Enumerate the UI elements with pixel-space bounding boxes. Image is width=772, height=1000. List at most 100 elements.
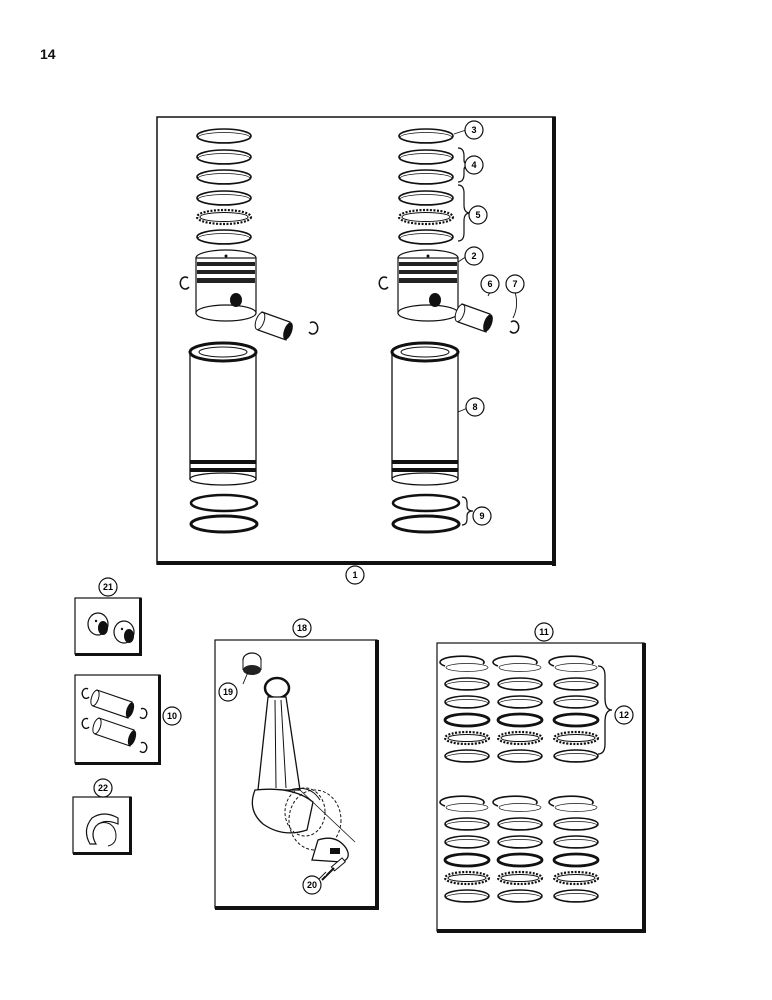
callout-label: 8 [472,402,477,412]
callout-4: 4 [464,155,484,175]
callout-label: 6 [487,279,492,289]
snap-ring-left-a [179,276,190,290]
rod-bearing-box [72,796,132,855]
callout-9: 9 [472,506,492,526]
piston-pins-pair [90,689,137,747]
callout-8: 8 [465,397,485,417]
connecting-rod [251,676,356,863]
piston-rings-left [195,128,253,245]
callout-22: 22 [93,778,113,798]
callout-label: 12 [619,710,629,720]
ring-set-a-c2-r1 [492,655,542,672]
ring-set-b-c1-r2 [444,817,490,831]
callout-18: 18 [292,618,312,638]
ring-set-b-c1-r3 [444,835,490,849]
piston-ring-right-5 [397,208,455,226]
piston-ring-left-1 [196,128,252,144]
callout-label: 3 [471,125,476,135]
callout-label: 4 [471,160,476,170]
ring-set-b-c2-r2 [497,817,543,831]
piston-left [195,249,257,322]
cylinder-sleeve-right [390,341,460,486]
ring-set-a-c3-r4 [552,712,600,728]
piston-ring-left-2 [196,149,252,165]
ring-set-a-c3-r3 [553,695,599,709]
callout-label: 9 [479,511,484,521]
ring-set-b-c3-r5 [552,870,600,886]
callout-label: 18 [297,623,307,633]
piston-ring-right-4 [398,190,454,206]
ring-set-b-c2-r4 [496,852,544,868]
callout-6: 6 [480,274,500,294]
cylinder-sleeve-left [188,341,258,486]
snap-ring-right-a [378,276,389,290]
callout-5: 5 [468,205,488,225]
callout-label: 2 [471,251,476,261]
piston-ring-left-3 [196,169,252,185]
ring-set-a-c3-r6 [553,749,599,763]
ring-set-a-c2-r6 [497,749,543,763]
callout-7: 7 [505,274,525,294]
ring-set-a-c1-r2 [444,677,490,691]
ring-set-b-c2-r3 [497,835,543,849]
rod-bearing-shell [85,813,119,847]
ring-set-b-c1-r4 [443,852,491,868]
piston-rings-right [397,128,455,245]
rod-bolt [321,857,346,881]
callout-label: 11 [539,627,549,637]
ring-set-a-c1-r6 [444,749,490,763]
callout-label: 20 [307,880,317,890]
callout-12: 12 [614,705,634,725]
piston-pin-right [454,303,493,333]
callout-20: 20 [302,875,322,895]
piston-ring-right-3 [398,169,454,185]
brace-9 [461,496,474,526]
callout-label: 10 [167,711,177,721]
piston-right [397,249,459,322]
pin-bushing-b [113,620,135,644]
piston-ring-right-2 [398,149,454,165]
ring-set-a-c1-r4 [443,712,491,728]
callout-19: 19 [218,682,238,702]
piston-ring-right-1 [398,128,454,144]
callout-11: 11 [534,622,554,642]
callout-label: 1 [352,570,357,580]
rod-bushing [242,652,262,675]
sleeve-seal-rings-left [189,493,259,534]
callout-label: 5 [475,210,480,220]
ring-set-b-c3-r2 [553,817,599,831]
ring-set-a-c1-r5 [443,730,491,746]
callout-21: 21 [98,577,118,597]
page-number: 14 [40,46,56,62]
ring-set-b-c1-r1 [439,795,489,812]
pin-bushing-a [87,612,109,636]
callout-label: 19 [223,687,233,697]
piston-pin-kit-box [74,674,161,765]
ring-set-b-c3-r4 [552,852,600,868]
callout-3: 3 [464,120,484,140]
ring-set-b-c1-r6 [444,889,490,903]
ring-set-b-c1-r5 [443,870,491,886]
callout-10: 10 [162,706,182,726]
callout-label: 22 [98,783,108,793]
snap-ring-right-b [509,320,520,334]
leader-lines-rod [242,671,327,881]
piston-ring-right-6 [398,229,454,245]
ring-set-a-c3-r2 [553,677,599,691]
snap-ring-left-b [308,321,319,335]
callout-1: 1 [345,565,365,585]
ring-sets-grid [439,655,600,903]
ring-set-b-c3-r3 [553,835,599,849]
ring-set-b-c2-r1 [492,795,542,812]
pin-snap-rings [81,687,148,754]
piston-pin-left [254,311,293,341]
ring-set-a-c1-r1 [439,655,489,672]
ring-set-a-c2-r3 [497,695,543,709]
piston-ring-left-6 [196,229,252,245]
piston-ring-left-5 [195,208,253,226]
piston-ring-left-4 [196,190,252,206]
ring-set-a-c3-r1 [548,655,598,672]
ring-set-a-c2-r5 [496,730,544,746]
